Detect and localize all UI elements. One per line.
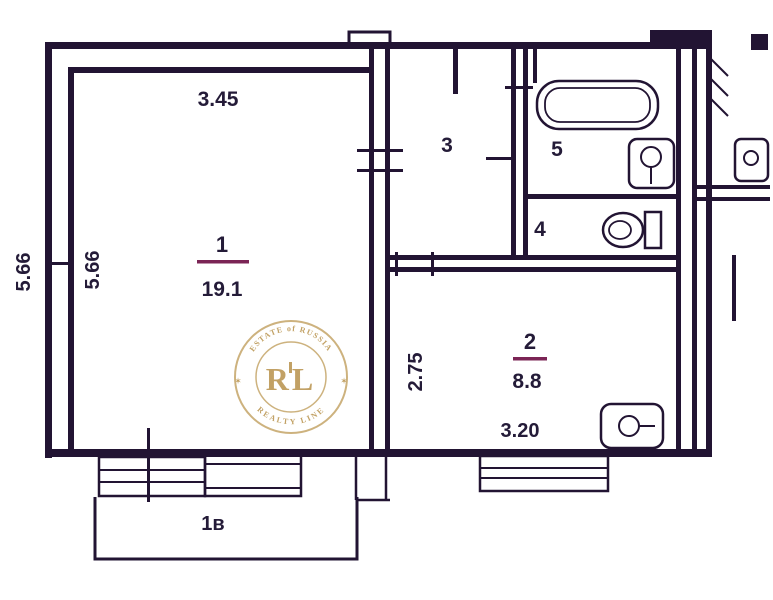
door-tick [357, 169, 403, 172]
door-tick [486, 157, 513, 160]
wall-segment [68, 67, 74, 452]
room2-number-label: 2 [524, 329, 536, 354]
door-tick [431, 252, 434, 276]
watermark-inner-disc [255, 341, 327, 413]
wall-segment [511, 49, 516, 259]
wall-segment [523, 49, 528, 259]
wall-segment [68, 67, 373, 73]
watermark-monogram-tick [289, 362, 292, 373]
wall-segment [388, 255, 678, 260]
bath-sink-drain [640, 146, 662, 168]
bathtub [535, 79, 660, 131]
door-tick [505, 86, 533, 89]
room1-number-label: 1 [216, 232, 228, 257]
room2-area-label: 8.8 [512, 370, 542, 393]
room2-underline [513, 357, 547, 361]
door-tick [357, 149, 403, 152]
wall-segment [692, 197, 770, 201]
door-tick [395, 252, 398, 276]
balcony-door-block [203, 453, 303, 498]
wall-segment [453, 49, 458, 94]
bathtub-inner [544, 87, 651, 123]
room1-underline [197, 260, 249, 264]
dim-room1-depth: 5.66 [82, 251, 104, 290]
wall-segment [751, 34, 768, 50]
dim-room1-width: 3.45 [198, 88, 239, 111]
toilet [601, 210, 663, 250]
wall-segment [692, 42, 697, 457]
dim-tick [45, 262, 73, 265]
dim-room2-width: 3.20 [501, 420, 540, 442]
wall-segment [369, 49, 374, 451]
watermark-star-right: ✶ [340, 376, 348, 386]
room4-number-label: 4 [534, 218, 546, 241]
dim-room2-depth: 2.75 [405, 353, 427, 392]
kitchen-sink-drain [618, 415, 640, 437]
window-room1 [97, 455, 207, 498]
adjacent-drain [743, 150, 759, 166]
windows [93, 453, 610, 561]
room5-number-label: 5 [551, 138, 563, 161]
wall-segment [676, 49, 681, 452]
wall-segment [650, 30, 712, 43]
hatch-line [709, 57, 729, 77]
toilet-tank [643, 210, 663, 250]
kitchen-sink [599, 402, 665, 450]
toilet-bowl-inner [608, 220, 632, 240]
watermark-star-left: ✶ [234, 376, 242, 386]
wall-segment [45, 42, 52, 458]
hatch-line [709, 97, 729, 117]
wall-segment [732, 255, 736, 321]
wall-segment [48, 42, 712, 49]
wall-segment [385, 49, 390, 451]
bath-sink [627, 137, 676, 190]
balcony-label: 1в [201, 513, 224, 535]
walls [45, 30, 770, 502]
dim-tick [147, 428, 150, 502]
wall-segment [692, 185, 770, 189]
wall-segment [388, 267, 678, 272]
wall-notch [347, 30, 392, 42]
room1-area-label: 19.1 [202, 278, 243, 301]
balcony-outline [93, 497, 359, 561]
wall-segment [45, 449, 712, 457]
wall-segment [523, 194, 678, 199]
wall-segment [533, 49, 537, 83]
dim-outer-left: 5.66 [13, 253, 35, 292]
labels: 3.45 1 19.1 5.66 5.66 3 5 4 2 8.8 2.75 3… [13, 88, 563, 535]
watermark-stamp: RL ESTATE of RUSSIA REALTY LINE ✶ ✶ [234, 320, 348, 434]
hatch-line [709, 77, 729, 97]
adjacent-fixture [733, 137, 770, 183]
fixtures [535, 79, 770, 450]
wall-segment [706, 42, 712, 457]
window-room2 [478, 454, 610, 493]
room3-number-label: 3 [441, 134, 453, 157]
